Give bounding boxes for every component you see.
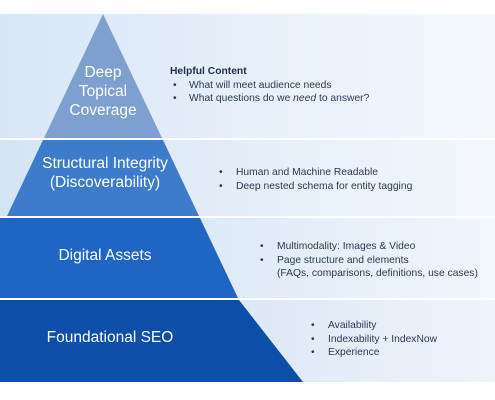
tier-2-label-line: Structural Integrity (42, 155, 168, 172)
tier-1-label-line: Coverage (69, 101, 137, 119)
pyramid-tier-3 (0, 218, 238, 298)
list-item: Experience (308, 346, 437, 360)
list-item: Human and Machine Readable (216, 166, 412, 180)
tier-2-description: Human and Machine Readable Deep nested s… (216, 166, 412, 193)
list-item: What will meet audience needs (170, 79, 369, 93)
tier-4-bullet-list: Availability Indexability + IndexNow Exp… (308, 319, 437, 360)
pyramid-tier-4 (0, 300, 303, 382)
tier-3-bullet-list: Multimodality: Images & Video Page struc… (257, 240, 478, 267)
list-item: Availability (308, 319, 437, 333)
tier-1-label-line: Deep (84, 64, 122, 81)
tier-1-heading: Helpful Content (170, 66, 247, 77)
list-item: What questions do we need to answer? (170, 92, 369, 106)
pyramid-tier-2 (7, 140, 199, 216)
tier-2-bullet-list: Human and Machine Readable Deep nested s… (216, 166, 412, 193)
list-item: Multimodality: Images & Video (257, 240, 478, 254)
tier-4-description: Availability Indexability + IndexNow Exp… (308, 319, 437, 360)
tier-1-bullet-list: What will meet audience needs What quest… (170, 79, 369, 106)
list-item: Indexability + IndexNow (308, 333, 437, 347)
tier-1-description: Helpful Content What will meet audience … (170, 65, 369, 106)
tier-3-label-line: Digital Assets (58, 247, 152, 264)
tier-3-bullet-continuation: (FAQs, comparisons, definitions, use cas… (277, 268, 478, 280)
tier-1-label-line: Topical (78, 82, 128, 100)
list-item: Deep nested schema for entity tagging (216, 180, 412, 194)
tier-2-label-line: (Discoverability) (49, 173, 161, 191)
list-item: Page structure and elements (257, 254, 478, 268)
tier-3-label: Digital Assets (26, 247, 184, 266)
tier-2-label: Structural Integrity (Discoverability) (16, 155, 194, 193)
tier-3-description: Multimodality: Images & Video Page struc… (257, 240, 478, 281)
tier-4-label: Foundational SEO (10, 329, 210, 348)
tier-1-label: Deep Topical Coverage (52, 64, 154, 121)
tier-4-label-line: Foundational SEO (46, 329, 174, 346)
pyramid-tier-1 (44, 14, 162, 138)
